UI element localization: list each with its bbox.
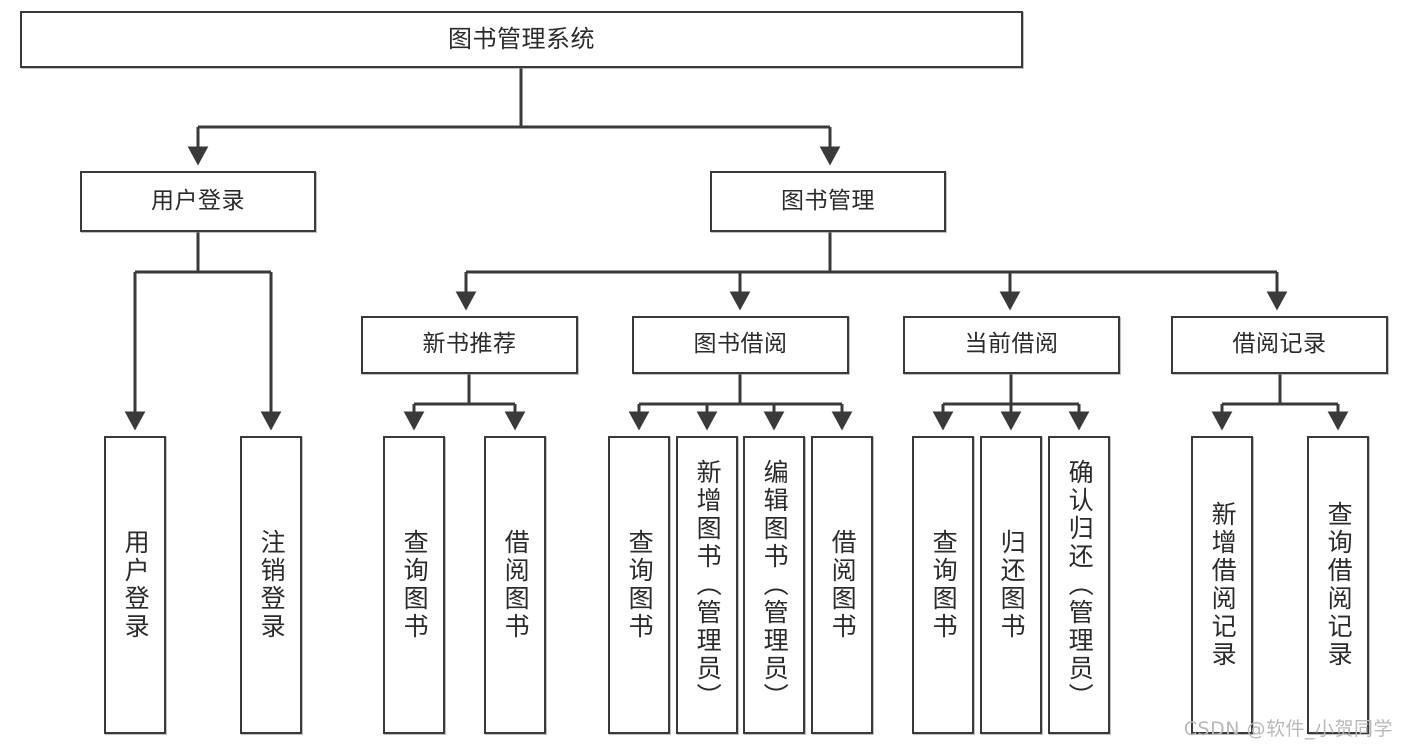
node-label: 新增图书（管理员） xyxy=(693,459,723,711)
node-label: 新书推荐 xyxy=(422,331,517,358)
node-label: 图书管理 xyxy=(781,187,875,214)
leaf-current-return-book[interactable]: 归还图书 xyxy=(980,436,1042,734)
leaf-current-confirm-return-admin[interactable]: 确认归还（管理员） xyxy=(1048,436,1110,734)
node-label: 图书管理系统 xyxy=(448,25,595,54)
node-label: 归还图书 xyxy=(997,529,1027,641)
leaf-user-login-logout[interactable]: 注销登录 xyxy=(240,436,302,734)
leaf-borrow-query-book[interactable]: 查询图书 xyxy=(608,436,670,734)
node-label: 用户登录 xyxy=(121,529,151,641)
node-label: 借阅图书 xyxy=(828,529,858,641)
node-current-borrow[interactable]: 当前借阅 xyxy=(903,316,1120,374)
node-label: 借阅图书 xyxy=(501,529,531,641)
leaf-user-login-login[interactable]: 用户登录 xyxy=(104,436,166,734)
csdn-watermark: CSDN @软件_小贺同学 xyxy=(1183,718,1393,740)
leaf-record-query-record[interactable]: 查询借阅记录 xyxy=(1307,436,1369,734)
node-new-book-recommend[interactable]: 新书推荐 xyxy=(361,316,578,374)
leaf-borrow-edit-book-admin[interactable]: 编辑图书（管理员） xyxy=(743,436,805,734)
leaf-record-add-record[interactable]: 新增借阅记录 xyxy=(1191,436,1253,734)
node-label: 确认归还（管理员） xyxy=(1065,459,1095,711)
node-label: 查询图书 xyxy=(929,529,959,641)
node-label: 当前借阅 xyxy=(964,331,1059,358)
leaf-recommend-query-book[interactable]: 查询图书 xyxy=(383,436,445,734)
leaf-current-query-book[interactable]: 查询图书 xyxy=(912,436,974,734)
node-label: 查询图书 xyxy=(625,529,655,641)
node-label: 查询图书 xyxy=(400,529,430,641)
node-borrow-record[interactable]: 借阅记录 xyxy=(1171,316,1388,374)
node-label: 用户登录 xyxy=(151,187,245,214)
leaf-borrow-add-book-admin[interactable]: 新增图书（管理员） xyxy=(676,436,738,734)
node-book-management[interactable]: 图书管理 xyxy=(710,171,946,232)
node-label: 图书借阅 xyxy=(693,331,788,358)
node-label: 编辑图书（管理员） xyxy=(760,459,790,711)
node-book-borrow[interactable]: 图书借阅 xyxy=(632,316,849,374)
node-label: 查询借阅记录 xyxy=(1324,501,1354,669)
node-label: 新增借阅记录 xyxy=(1208,501,1238,669)
node-label: 注销登录 xyxy=(257,529,287,641)
node-root-system[interactable]: 图书管理系统 xyxy=(20,11,1023,68)
node-label: 借阅记录 xyxy=(1232,331,1327,358)
node-user-login[interactable]: 用户登录 xyxy=(80,171,316,232)
leaf-borrow-borrow-book[interactable]: 借阅图书 xyxy=(811,436,873,734)
leaf-recommend-borrow-book[interactable]: 借阅图书 xyxy=(484,436,546,734)
